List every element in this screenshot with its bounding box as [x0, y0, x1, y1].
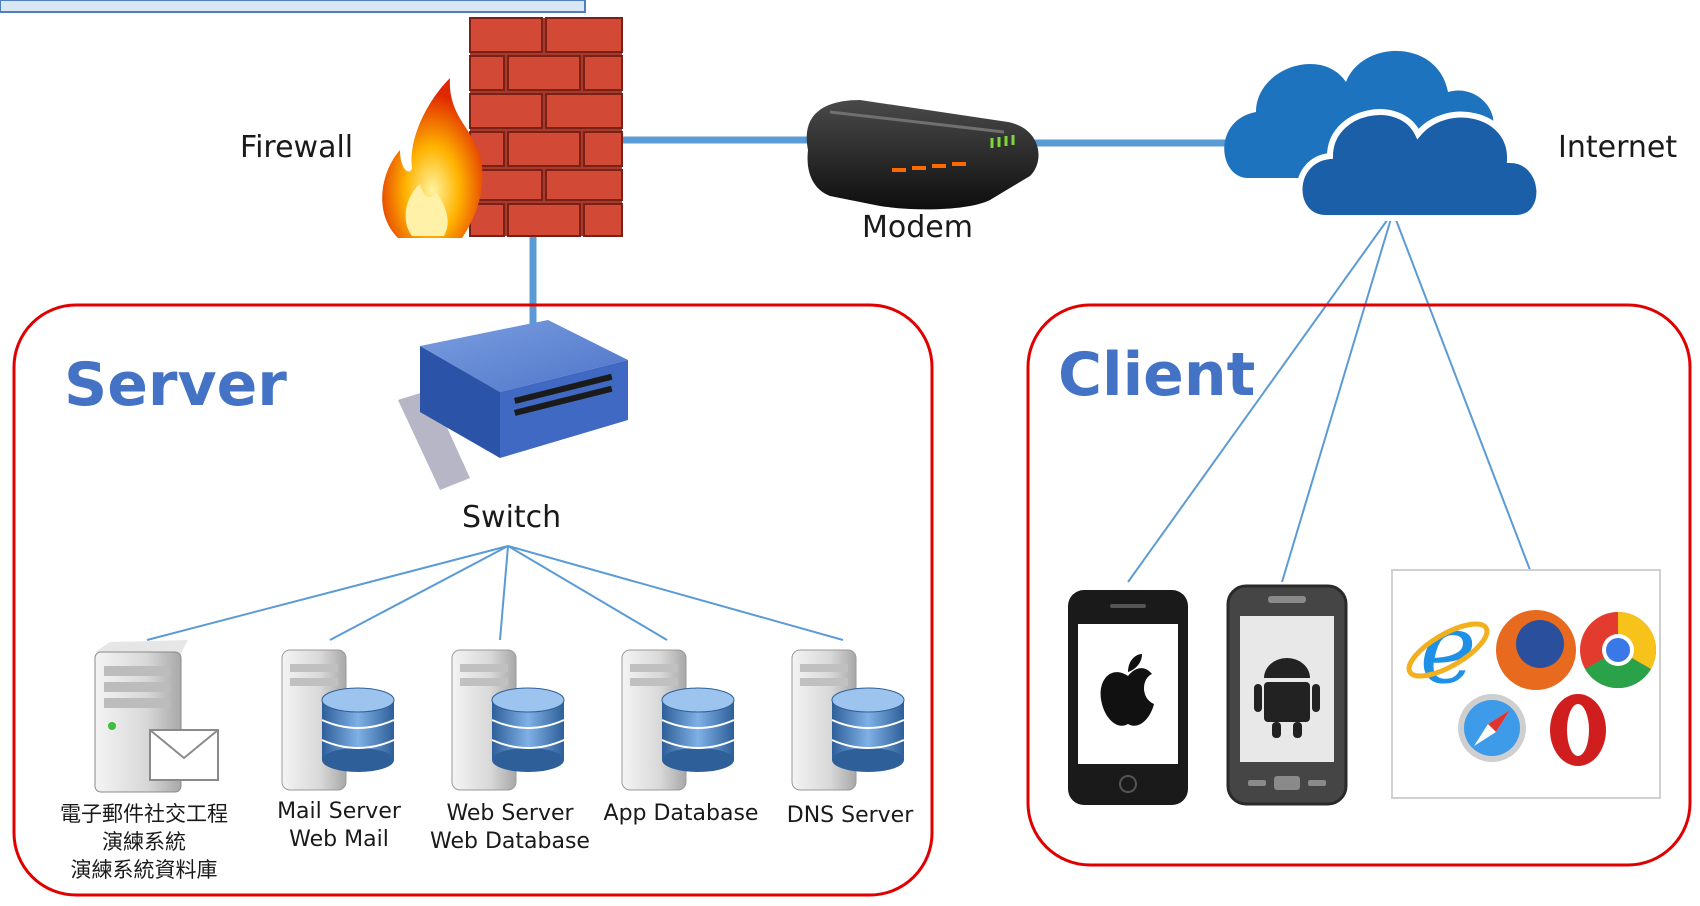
android-logo-icon	[1254, 658, 1320, 738]
android-phone-icon	[1226, 584, 1348, 806]
server-1-line-2: 演練系統	[102, 830, 186, 854]
iphone-icon	[1068, 590, 1188, 805]
server-5-line-1: DNS Server	[786, 803, 914, 828]
client-group-box	[1026, 303, 1692, 867]
server-3-line-2: Web Database	[430, 829, 590, 854]
safari-logo-icon	[1458, 694, 1526, 762]
server-3-line-1: Web Server	[446, 801, 574, 826]
internet-links	[1127, 211, 1531, 583]
server-label-4: App Database	[596, 800, 766, 828]
server-group-title: Server	[64, 350, 287, 420]
server-tower-icon	[94, 640, 219, 793]
svg-text:e: e	[1420, 593, 1477, 705]
server-db-icon-4	[621, 649, 735, 791]
server-1-line-1: 電子郵件社交工程	[60, 802, 228, 826]
browser-logos-icon: e	[1391, 569, 1661, 799]
chrome-logo-icon	[1580, 611, 1657, 689]
server-label-2: Mail Server Web Mail	[264, 798, 414, 854]
server-label-5: DNS Server	[776, 802, 924, 830]
database-icon	[491, 687, 565, 772]
database-icon	[321, 687, 395, 772]
opera-logo-icon	[1550, 694, 1606, 766]
server-label-3: Web Server Web Database	[428, 800, 592, 856]
database-icon	[661, 687, 735, 772]
header-bar	[0, 0, 586, 13]
switch-icon	[398, 320, 628, 490]
cloud-icon	[1224, 50, 1543, 221]
ie-logo-icon: e	[1406, 593, 1490, 705]
server-4-line-1: App Database	[603, 801, 759, 826]
server-db-icon-5	[791, 649, 905, 791]
firewall-icon	[382, 17, 623, 238]
database-icon	[831, 687, 905, 772]
switch-links	[146, 545, 844, 641]
server-db-icon-2	[281, 649, 395, 791]
server-1-line-3: 演練系統資料庫	[70, 858, 218, 882]
internet-label: Internet	[1558, 130, 1678, 165]
server-db-icon-3	[451, 649, 565, 791]
modem-label: Modem	[862, 210, 973, 245]
server-2-line-2: Web Mail	[289, 827, 389, 852]
firefox-logo-icon	[1496, 610, 1576, 690]
server-group-box	[12, 303, 934, 897]
server-2-line-1: Mail Server	[277, 799, 401, 824]
client-group-title: Client	[1058, 340, 1256, 410]
modem-icon	[806, 100, 1039, 210]
apple-logo-icon	[1100, 668, 1154, 726]
server-label-1: 電子郵件社交工程 演練系統 演練系統資料庫	[44, 800, 244, 884]
backbone-links	[529, 136, 1235, 330]
firewall-label: Firewall	[240, 130, 354, 165]
switch-label: Switch	[462, 500, 562, 535]
